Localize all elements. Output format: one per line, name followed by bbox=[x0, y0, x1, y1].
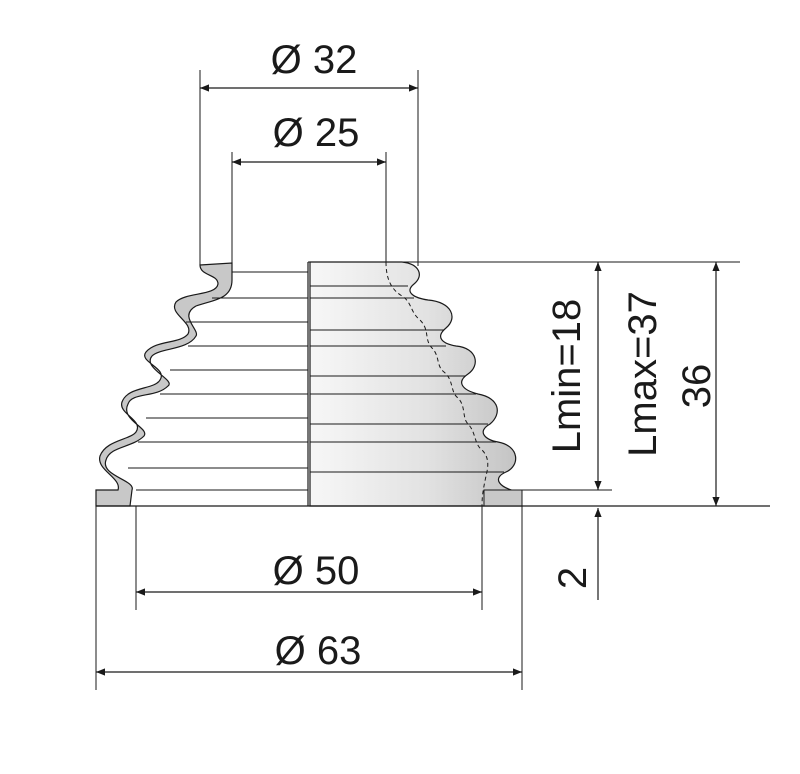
flange-right bbox=[483, 489, 523, 507]
bellows-left-section bbox=[95, 262, 308, 507]
label-total-height: 36 bbox=[675, 364, 719, 409]
label-top-inner-diameter: Ø 25 bbox=[273, 111, 360, 155]
inner-contour-dashed bbox=[385, 261, 489, 507]
label-min-length: Lmin=18 bbox=[545, 299, 589, 454]
label-top-outer-diameter: Ø 32 bbox=[271, 38, 358, 82]
bellows-right-view bbox=[309, 261, 523, 507]
label-bottom-outer-diameter: Ø 63 bbox=[275, 629, 362, 673]
label-flange-thickness: 2 bbox=[551, 567, 595, 589]
bellows-wall-section bbox=[95, 262, 233, 507]
label-max-length: Lmax=37 bbox=[621, 291, 665, 457]
extension-lines bbox=[95, 70, 523, 690]
dimension-lines bbox=[96, 84, 720, 676]
bellows-exterior bbox=[309, 261, 523, 507]
label-bottom-inner-diameter: Ø 50 bbox=[273, 549, 360, 593]
